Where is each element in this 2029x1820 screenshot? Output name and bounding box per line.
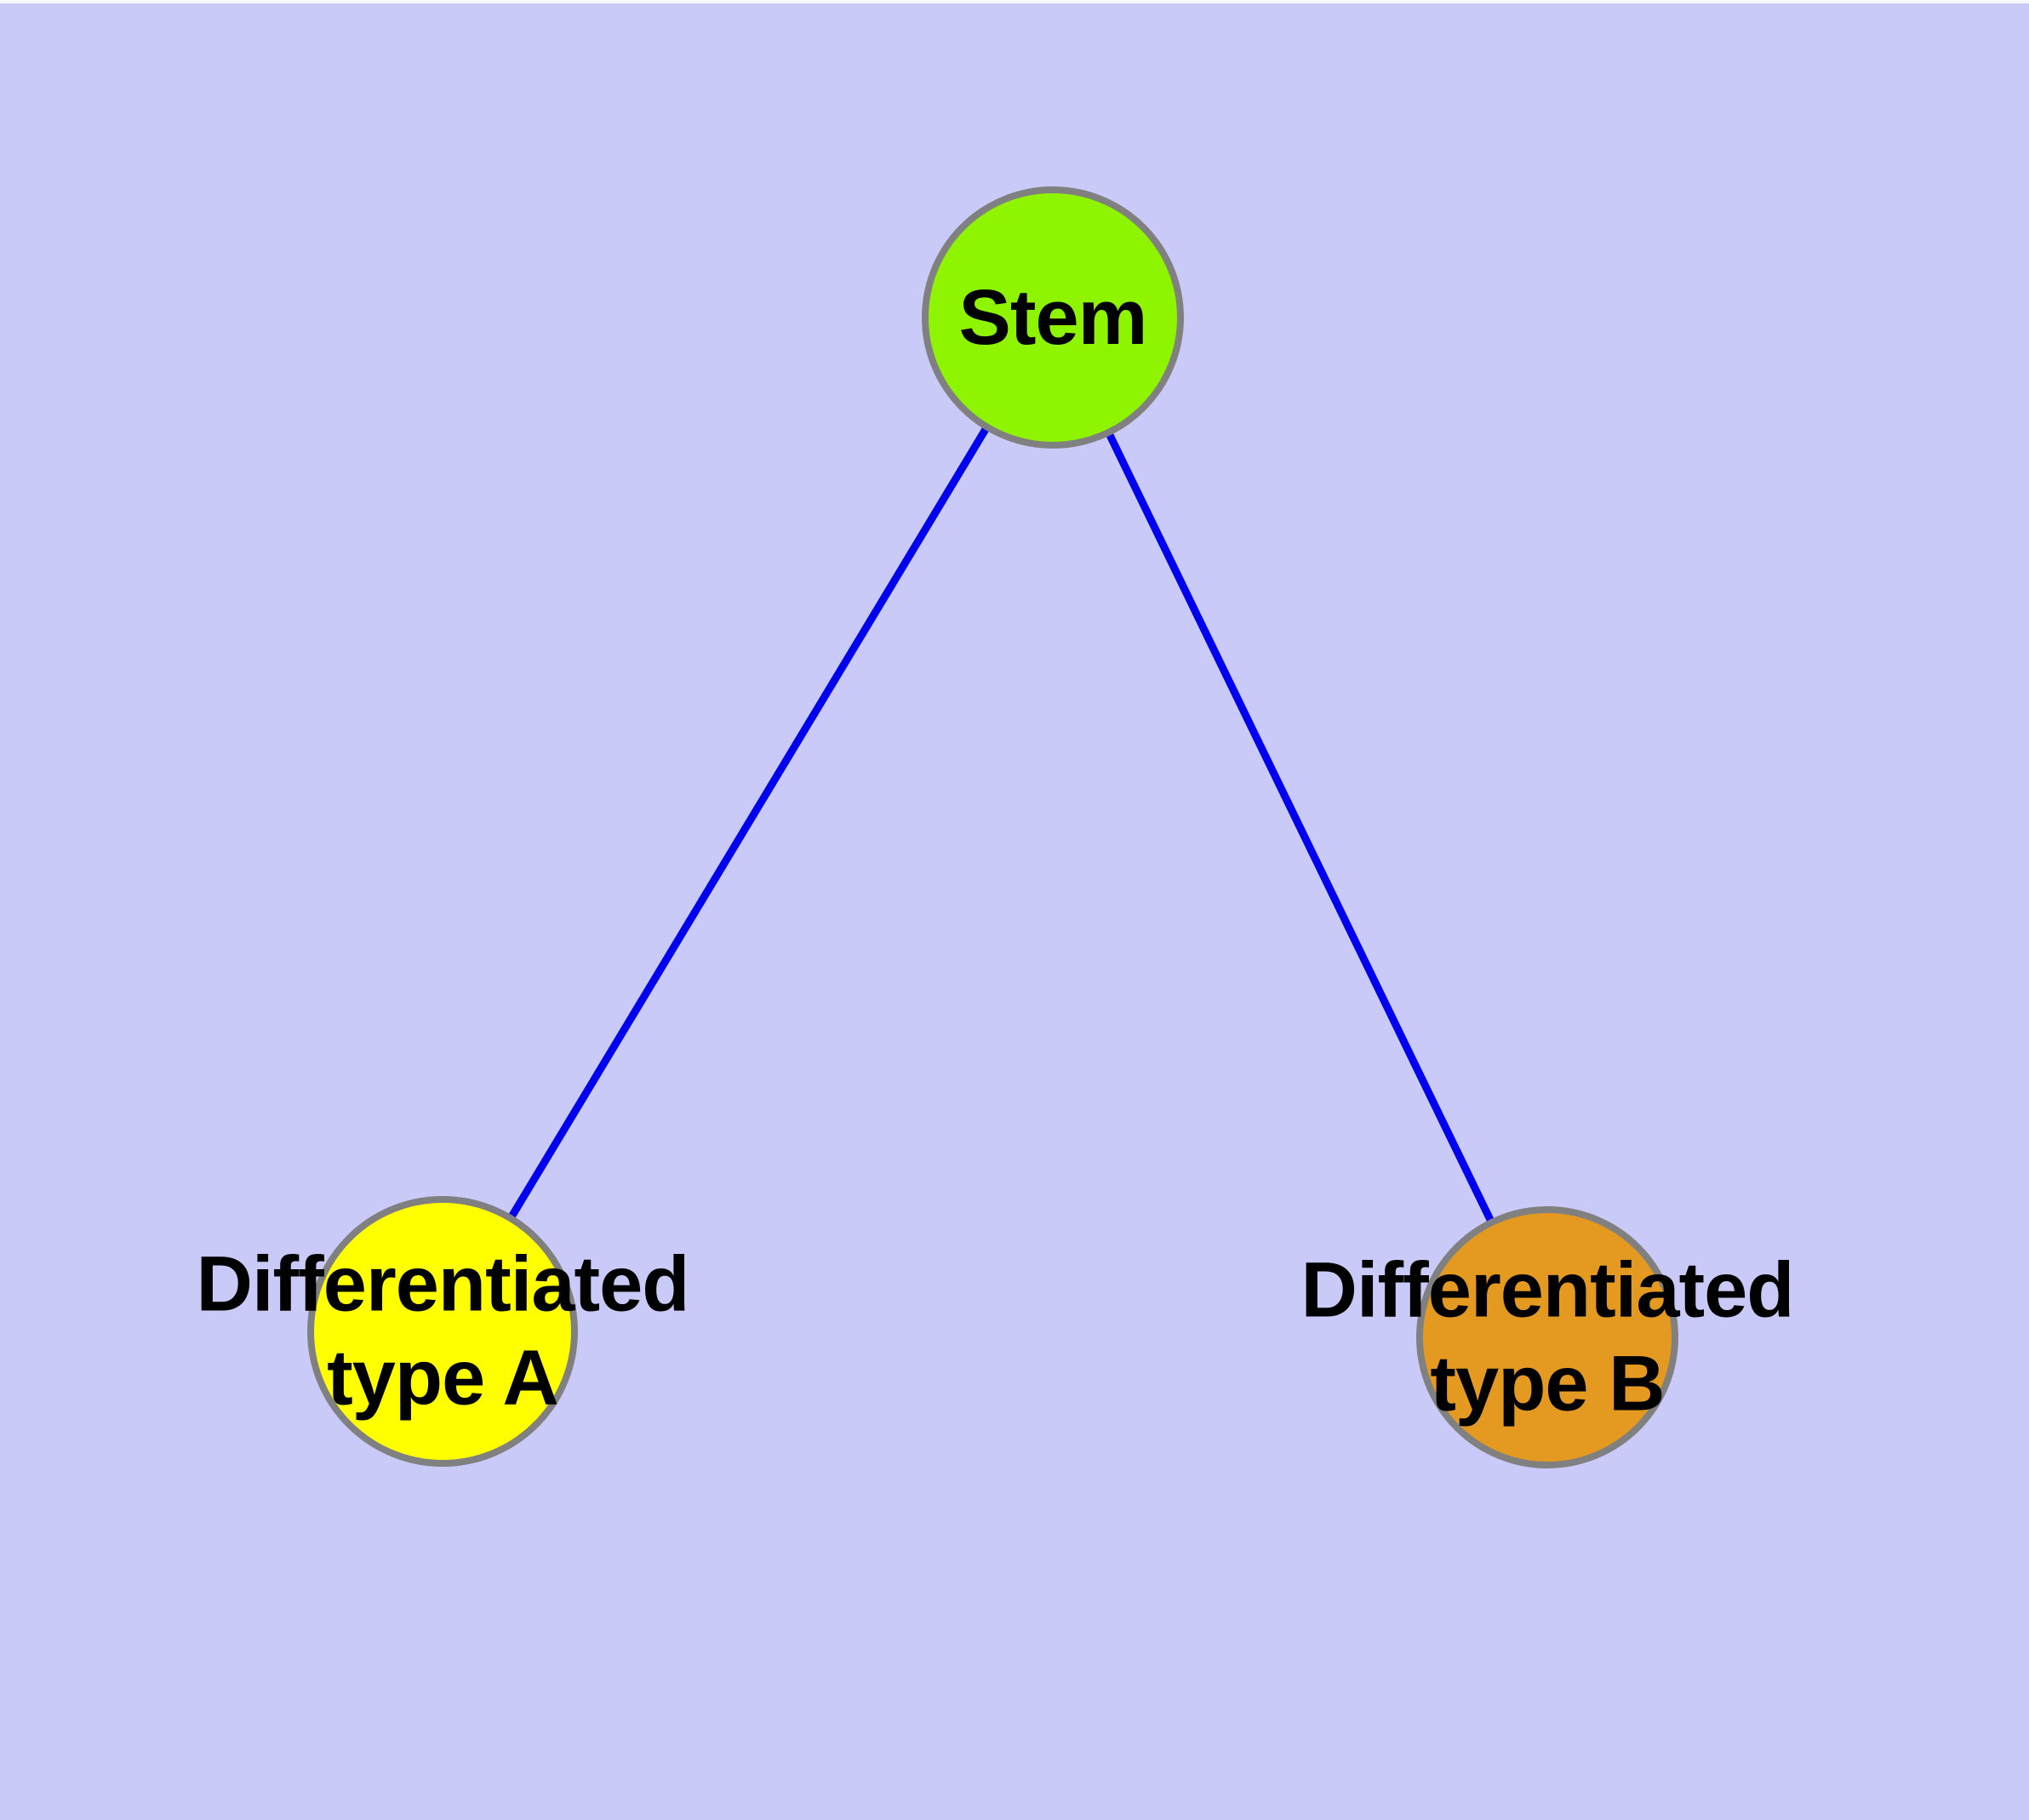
node-diff-type-b-circle xyxy=(1416,1206,1678,1468)
node-stem-label: Stem xyxy=(958,271,1148,364)
node-diff-type-b-label-line: Differentiated xyxy=(1300,1246,1795,1334)
node-stem-label-line: Stem xyxy=(958,273,1148,361)
edge-stem-diff-type-b xyxy=(1049,316,1552,1339)
node-diff-type-a-label-line: Differentiated xyxy=(196,1240,690,1328)
node-diff-type-b-label-line: type B xyxy=(1430,1341,1665,1428)
top-edge-strip xyxy=(0,0,2029,3)
edge-stem-diff-type-a xyxy=(439,315,1056,1334)
node-diff-type-a-circle xyxy=(307,1196,578,1467)
node-diff-type-a-label-line: type A xyxy=(327,1335,559,1422)
node-stem-circle xyxy=(922,186,1184,449)
